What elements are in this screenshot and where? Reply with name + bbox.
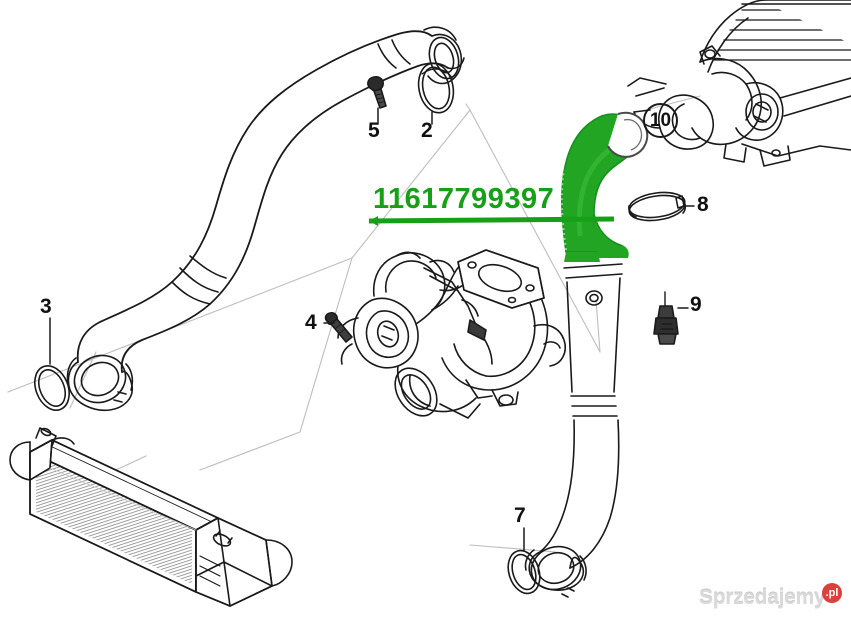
callout-8: 8 [697, 193, 709, 216]
charge-air-hose-left [66, 26, 465, 412]
intercooler [9, 427, 293, 607]
turbocharger [337, 249, 566, 419]
callout-2: 2 [421, 119, 433, 142]
bolt-upper [367, 76, 387, 109]
callout-10: 10 [643, 103, 678, 138]
sensor-valve [653, 291, 679, 345]
clamp-ring [628, 191, 687, 222]
callout-4: 4 [305, 311, 317, 334]
callout-5: 5 [368, 119, 380, 142]
highlighted-part-number: 11617799397 [373, 183, 555, 215]
callout-7: 7 [514, 504, 526, 527]
callout-3: 3 [40, 295, 52, 318]
sealing-ring-upper [417, 62, 455, 114]
watermark-text: Sprzedajemy [699, 586, 826, 609]
charge-air-hose-right-lower [524, 253, 623, 598]
guide-lines [7, 95, 701, 553]
callout-9: 9 [690, 293, 702, 316]
watermark-domain-badge: .pl [822, 583, 842, 603]
o-ring-lower [507, 549, 541, 595]
bolt-turbo [324, 312, 353, 343]
callout-leaders [49, 107, 695, 551]
site-watermark: Sprzedajemy .pl [699, 583, 845, 612]
o-ring-intercooler [34, 365, 70, 411]
